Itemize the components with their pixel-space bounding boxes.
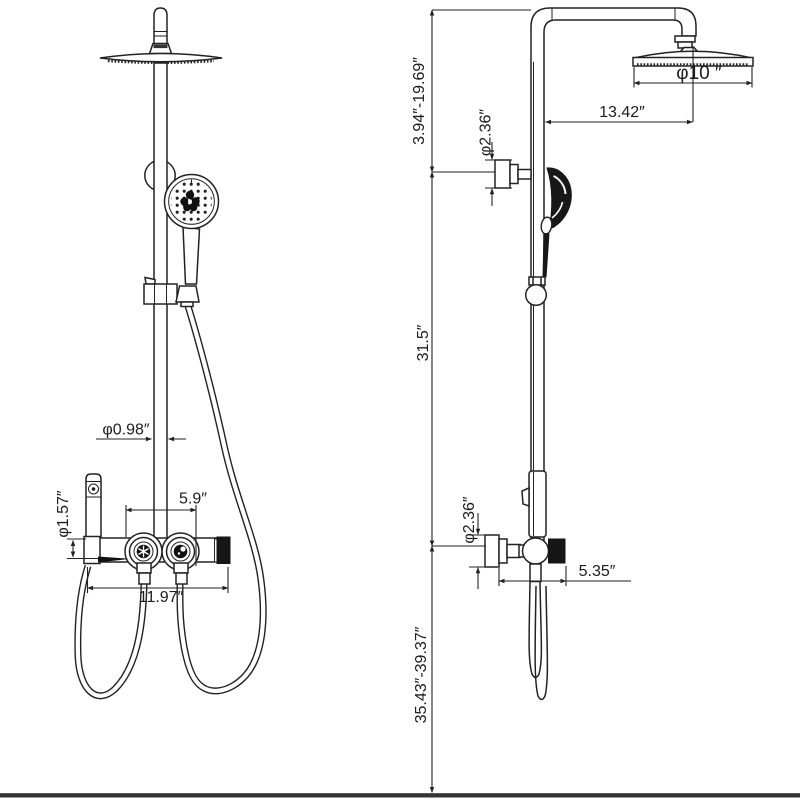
dim-label: 35.43″-39.37″ (413, 626, 430, 723)
sprayer-inlet (98, 556, 131, 563)
front-view-figure (74, 7, 267, 700)
front-slider-clamp (143, 276, 200, 308)
ground-line (0, 793, 800, 798)
swirl-icon (173, 544, 188, 559)
handle-profile (542, 233, 550, 278)
dim-label: 13.42″ (599, 104, 645, 121)
dim-front-handle-spacing: 5.9″ (125, 491, 207, 566)
dim-front-body-diameter: φ1.57″ (55, 490, 98, 560)
snowflake-icon (136, 544, 151, 559)
hand-shower-handle (182, 226, 201, 285)
spray-face-center-rosette (180, 190, 200, 212)
front-hand-shower (163, 173, 220, 285)
dim-side-upper-flange: φ2.36″ (478, 109, 512, 206)
front-side-sprayer (85, 473, 102, 541)
side-sprayer-profile (521, 470, 547, 538)
side-gooseneck-bar (530, 7, 697, 541)
connector-band (153, 44, 168, 49)
left-handle[interactable] (124, 532, 163, 571)
dim-side-vertical-chain: 3.94″-19.69″ 31.5″ 35.43″-39.37″ (411, 9, 531, 793)
dimension-annotations: φ0.98″ 5.9″ φ1.57″ 11.97″ (55, 9, 753, 793)
slider-knob[interactable] (524, 283, 548, 307)
side-upper-wall-bracket (494, 159, 532, 189)
front-sprayer-hose (74, 564, 148, 700)
dim-label: 31.5″ (415, 324, 432, 361)
side-lower-valve (484, 534, 566, 583)
side-hand-shower (524, 167, 572, 307)
dim-side-lower-flange: φ2.36″ (461, 496, 488, 589)
side-hoses (528, 581, 549, 701)
dim-label: φ0.98″ (102, 422, 150, 439)
dim-label: 11.97″ (139, 589, 184, 606)
dim-label: 5.35″ (579, 563, 616, 580)
body-end-cap (216, 536, 231, 564)
dim-label: φ2.36″ (478, 109, 495, 157)
right-handle[interactable] (161, 532, 200, 571)
front-rain-shower-head (99, 52, 223, 64)
dim-front-body-width: 11.97″ (86, 567, 229, 606)
hose-nuts (136, 562, 189, 585)
side-view-figure (0, 7, 800, 798)
valve-dark-block (548, 538, 566, 564)
front-hand-shower-hose (176, 304, 267, 695)
dim-front-pipe-diameter: φ0.98″ (96, 422, 186, 442)
dim-label: φ2.36″ (461, 496, 478, 544)
dim-label: φ1.57″ (55, 490, 72, 538)
front-mixer-body (83, 532, 231, 585)
dim-side-head-diameter: φ10 ″ (633, 63, 753, 88)
dim-label: 5.9″ (179, 491, 207, 508)
dim-label: 3.94″-19.69″ (411, 57, 428, 145)
dim-label: φ10 ″ (676, 63, 722, 84)
dim-side-valve-width: 5.35″ (498, 563, 631, 586)
dim-side-head-offset: 13.42″ (545, 46, 694, 125)
front-top-pipe (148, 7, 173, 55)
